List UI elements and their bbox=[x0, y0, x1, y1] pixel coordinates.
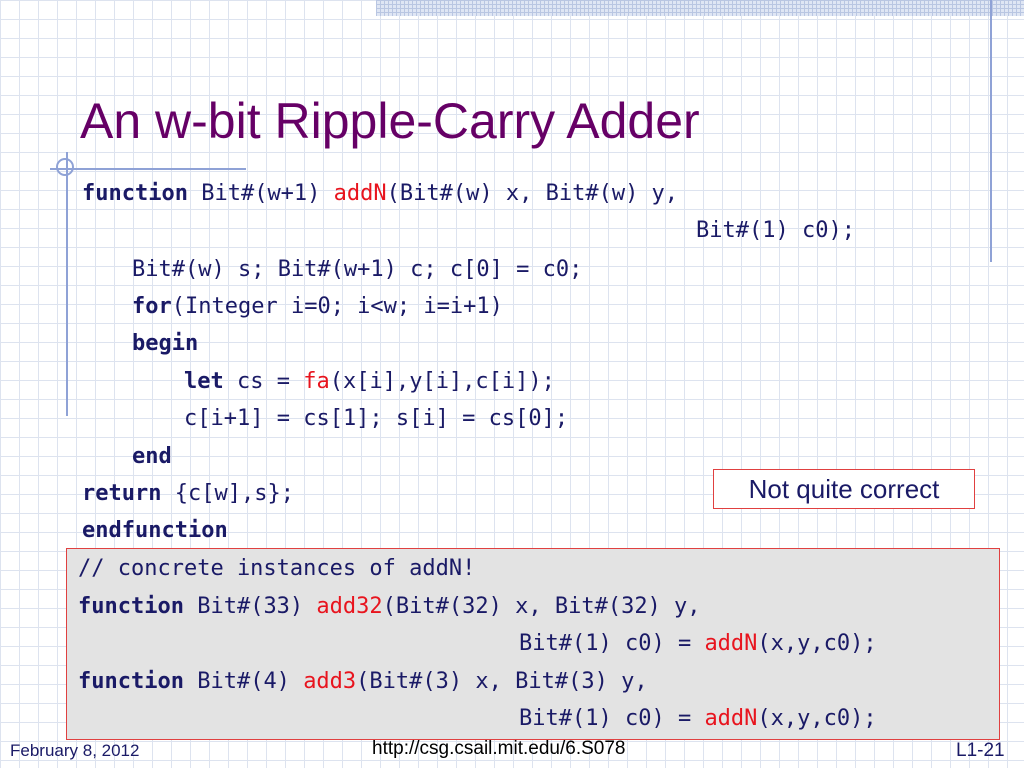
instances-comment: // concrete instances of addN! bbox=[78, 556, 476, 581]
instance-line-1: function Bit#(33) add32(Bit#(32) x, Bit#… bbox=[78, 594, 701, 619]
code-line-6: let cs = fa(x[i],y[i],c[i]); bbox=[184, 369, 555, 394]
instances-box bbox=[66, 548, 1000, 740]
function-name-add3: add3 bbox=[303, 669, 357, 694]
footer-url-link[interactable]: http://csg.csail.mit.edu/6.S078 bbox=[372, 738, 626, 759]
code-line-1: function Bit#(w+1) addN(Bit#(w) x, Bit#(… bbox=[82, 181, 679, 206]
callout-not-quite-correct: Not quite correct bbox=[713, 469, 975, 509]
function-name-addN: addN bbox=[333, 181, 387, 206]
code-block: function Bit#(w+1) addN(Bit#(w) x, Bit#(… bbox=[0, 0, 877, 731]
decor-vertical-line-right bbox=[990, 0, 992, 262]
footer-page-number: L1-21 bbox=[956, 740, 1005, 761]
instance-line-4: Bit#(1) c0) = addN(x,y,c0); bbox=[519, 706, 877, 731]
code-line-5: begin bbox=[132, 331, 199, 356]
function-name-addN: addN bbox=[704, 706, 758, 731]
function-name-add32: add32 bbox=[316, 594, 383, 619]
decor-vertical-line-left bbox=[66, 152, 68, 416]
instance-line-2: Bit#(1) c0) = addN(x,y,c0); bbox=[519, 631, 877, 656]
function-name-addN: addN bbox=[704, 631, 758, 656]
decor-title-underline bbox=[50, 168, 246, 170]
top-pattern-band bbox=[376, 0, 1024, 16]
function-name-fa: fa bbox=[303, 369, 330, 394]
code-line-2: Bit#(1) c0); bbox=[696, 218, 855, 243]
footer-date: February 8, 2012 bbox=[10, 741, 140, 760]
code-line-8: end bbox=[132, 444, 172, 469]
slide-title: An w-bit Ripple-Carry Adder bbox=[80, 93, 700, 149]
code-line-3: Bit#(w) s; Bit#(w+1) c; c[0] = c0; bbox=[132, 257, 583, 282]
decor-circle bbox=[56, 158, 74, 176]
code-line-4: for(Integer i=0; i<w; i=i+1) bbox=[132, 294, 503, 319]
code-line-7: c[i+1] = cs[1]; s[i] = cs[0]; bbox=[184, 406, 569, 431]
code-line-10: endfunction bbox=[82, 518, 228, 543]
code-line-9: return {c[w],s}; bbox=[82, 481, 294, 506]
instance-line-3: function Bit#(4) add3(Bit#(3) x, Bit#(3)… bbox=[78, 669, 648, 694]
